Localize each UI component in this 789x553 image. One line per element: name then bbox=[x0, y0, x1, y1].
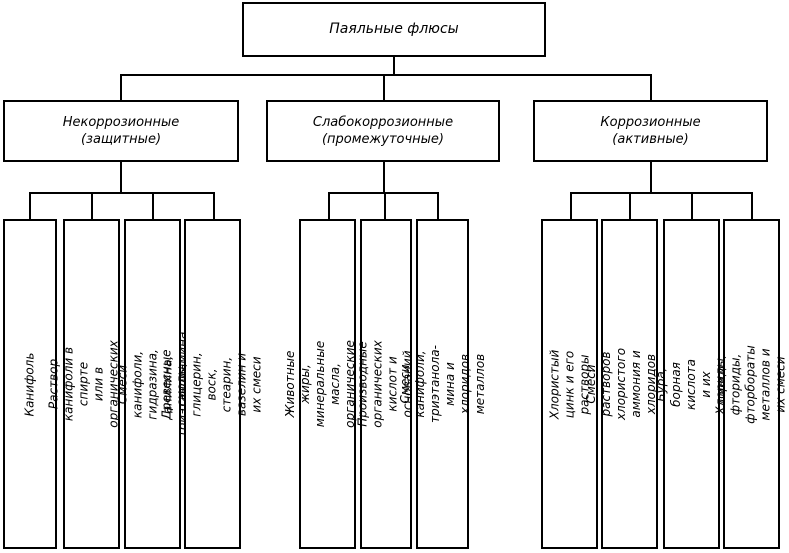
leaf-bus-2 bbox=[328, 192, 439, 194]
leaf-drop bbox=[570, 192, 572, 220]
leaf-label: Древесные смолы, глицерин, воск, стеарин… bbox=[160, 348, 265, 420]
cat-down-1 bbox=[120, 161, 122, 193]
leaf-box: Хлористый цинк и его растворы bbox=[541, 219, 598, 549]
leaf-drop bbox=[691, 192, 693, 220]
leaf-box: Бура, борная кислота и их смеси bbox=[654, 219, 728, 549]
root-label: Паяльные флюсы bbox=[329, 21, 459, 37]
leaf-drop bbox=[213, 192, 215, 220]
category-label: Слабокоррозионные (промежуточные) bbox=[312, 115, 454, 147]
leaf-box: Смеси канифоли, триэтанола- мина и хлори… bbox=[398, 219, 487, 549]
leaf-bus-1 bbox=[29, 192, 215, 194]
cat-connector-1 bbox=[120, 74, 122, 101]
leaf-box: Раствор канифоли в спирте или в органиче… bbox=[47, 219, 136, 549]
leaf-label: Хлориды, фториды, фторбораты металлов и … bbox=[714, 344, 788, 424]
leaf-drop bbox=[751, 192, 753, 220]
leaf-label: Смеси канифоли, триэтанола- мина и хлори… bbox=[397, 345, 487, 423]
cat-connector-3 bbox=[650, 74, 652, 101]
leaf-drop bbox=[328, 192, 330, 220]
leaf-drop bbox=[91, 192, 93, 220]
leaf-box: Производные органических кислот и основа… bbox=[356, 219, 415, 549]
category-box-weakly-corrosive: Слабокоррозионные (промежуточные) bbox=[266, 100, 500, 162]
leaf-box: Древесные смолы, глицерин, воск, стеарин… bbox=[160, 219, 264, 549]
leaf-box: Смеси канифоли, гидразина, анилина, триэ… bbox=[115, 219, 189, 549]
leaf-drop bbox=[152, 192, 154, 220]
category-box-corrosive: Коррозионные (активные) bbox=[533, 100, 768, 162]
leaf-bus-3 bbox=[570, 192, 753, 194]
cat-down-3 bbox=[650, 161, 652, 193]
leaf-drop bbox=[437, 192, 439, 220]
leaf-box: Канифоль bbox=[3, 219, 57, 549]
cat-connector-2 bbox=[383, 74, 385, 101]
root-connector bbox=[393, 56, 395, 75]
leaf-drop bbox=[384, 192, 386, 220]
leaf-box: Животные жиры, минеральные масла, органи… bbox=[283, 219, 372, 549]
root-box: Паяльные флюсы bbox=[242, 2, 546, 57]
leaf-drop bbox=[629, 192, 631, 220]
category-label: Коррозионные (активные) bbox=[600, 115, 701, 147]
leaf-box: Смеси растворов хлористого аммония и хло… bbox=[585, 219, 674, 549]
leaf-label: Канифоль bbox=[22, 352, 37, 416]
cat-down-2 bbox=[383, 161, 385, 193]
leaf-box: Хлориды, фториды, фторбораты металлов и … bbox=[714, 219, 788, 549]
top-bus-line bbox=[120, 74, 651, 76]
category-label: Некоррозионные (защитные) bbox=[62, 115, 180, 147]
leaf-drop bbox=[29, 192, 31, 220]
category-box-noncorrosive: Некоррозионные (защитные) bbox=[3, 100, 239, 162]
